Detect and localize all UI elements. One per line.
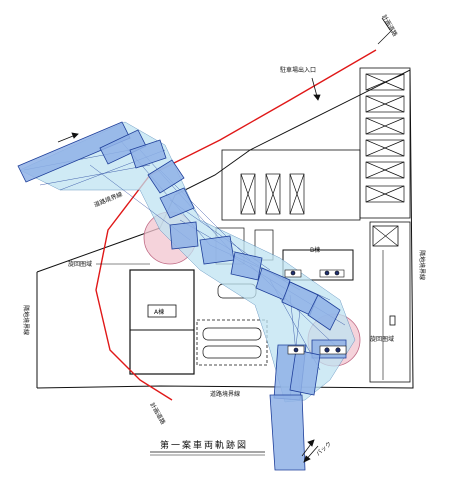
truck-positions [17,121,347,471]
label-turn-circle-left: 旋回圏域 [68,260,92,268]
central-zone [196,319,268,366]
building-a-label-box [147,304,177,318]
label-building-b: B棟 [310,246,320,254]
right-small-box [389,315,396,326]
parking-area-right [359,67,411,219]
label-road-boundary-right: 隣地境界線 [418,250,426,280]
label-road-boundary-left: 道路境界線 [93,190,124,209]
label-parking-entrance: 駐車場出入口 [280,66,316,74]
vehicle-sweep [19,121,356,403]
diagram-title: 第一案車両軌跡図 [160,439,248,451]
right-structure [369,221,411,383]
parking-area-middle [221,149,361,221]
label-road-top: 計画道路 [380,13,399,38]
parking-stalls-middle [240,173,305,215]
label-back: バック [315,441,333,458]
label-building-a: A棟 [154,308,164,316]
label-turn-circle-right: 旋回圏域 [370,335,394,343]
building-a [129,269,195,375]
planned-road-line [95,49,377,401]
truck-cab-markers [284,269,347,355]
parking-stalls-right [365,73,405,203]
label-road-boundary-bottom: 道路境界線 [210,390,240,398]
label-road-boundary-left-side: 隣地境界線 [22,305,30,335]
direction-arrows [57,17,391,463]
road-top-marker [377,29,393,45]
right-structure-box [372,225,399,247]
label-road-bottom: 計画道路 [148,401,167,426]
